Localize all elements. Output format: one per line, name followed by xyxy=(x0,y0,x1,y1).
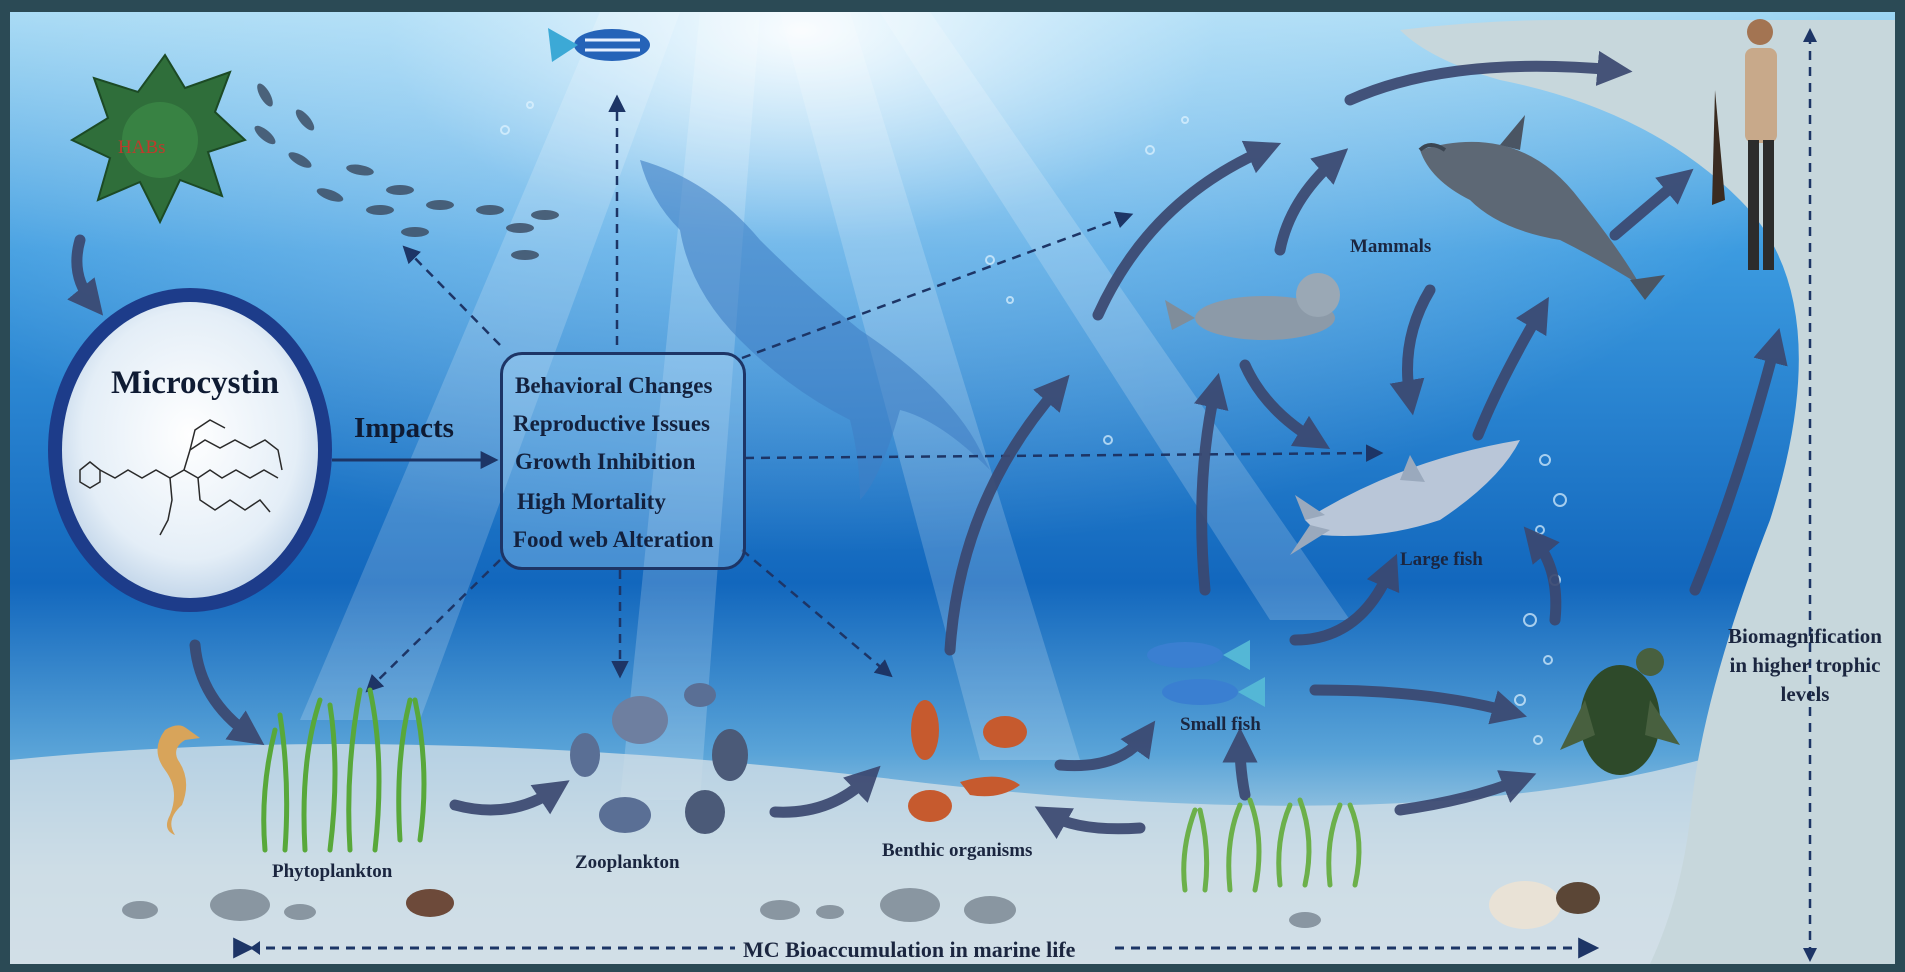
biomagnification-line-1: Biomagnification xyxy=(1712,622,1898,651)
label-phytoplankton: Phytoplankton xyxy=(272,861,393,882)
microcystin-circle xyxy=(48,288,332,612)
impacts-label: Impacts xyxy=(354,412,454,445)
impact-reproductive: Reproductive Issues xyxy=(513,411,753,437)
seashell-icon xyxy=(406,889,454,917)
habs-label: HABs xyxy=(118,137,166,159)
biomagnification-line-3: levels xyxy=(1712,680,1898,709)
impact-growth: Growth Inhibition xyxy=(515,449,755,475)
label-benthic: Benthic organisms xyxy=(882,840,1032,861)
label-large-fish: Large fish xyxy=(1400,549,1483,570)
biomagnification-label: Biomagnification in higher trophic level… xyxy=(1712,622,1898,709)
label-zooplankton: Zooplankton xyxy=(575,852,680,873)
label-small-fish: Small fish xyxy=(1180,714,1261,735)
microcystin-title: Microcystin xyxy=(60,365,330,402)
bioaccumulation-label: MC Bioaccumulation in marine life xyxy=(743,937,1076,962)
biomagnification-line-2: in higher trophic xyxy=(1712,651,1898,680)
label-mammals: Mammals xyxy=(1350,236,1431,257)
impact-food-web: Food web Alteration xyxy=(513,527,753,553)
impact-behavioral: Behavioral Changes xyxy=(515,373,755,399)
impacts-box: Behavioral Changes Reproductive Issues G… xyxy=(500,352,746,570)
impact-mortality: High Mortality xyxy=(517,489,757,515)
